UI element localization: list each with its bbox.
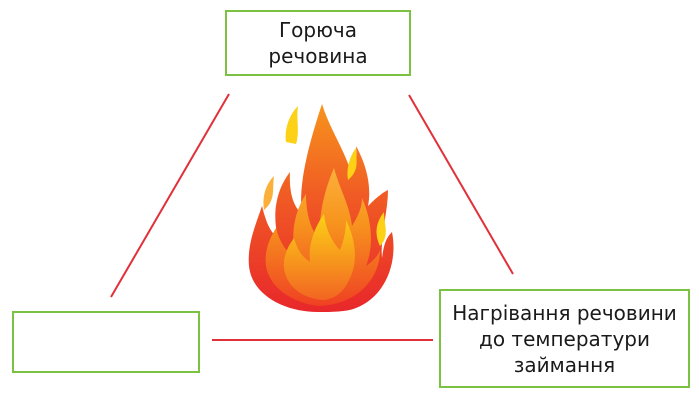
node-combustible-substance-label: Горюча речовина (268, 18, 368, 68)
node-ignition-heating: Нагрівання речовини до температури займа… (439, 289, 690, 388)
flame-wisp-right (376, 212, 386, 246)
node-empty (12, 311, 200, 373)
flame-wisp-lower-left (263, 176, 274, 210)
flame-wisp-top-right (347, 148, 357, 180)
connector-top-right (408, 94, 514, 275)
flame-inner (283, 214, 355, 300)
node-ignition-heating-label: Нагрівання речовини до температури займа… (452, 300, 677, 377)
node-combustible-substance: Горюча речовина (225, 10, 411, 76)
flame-wisp-left (285, 106, 298, 144)
connector-top-left (110, 93, 230, 298)
